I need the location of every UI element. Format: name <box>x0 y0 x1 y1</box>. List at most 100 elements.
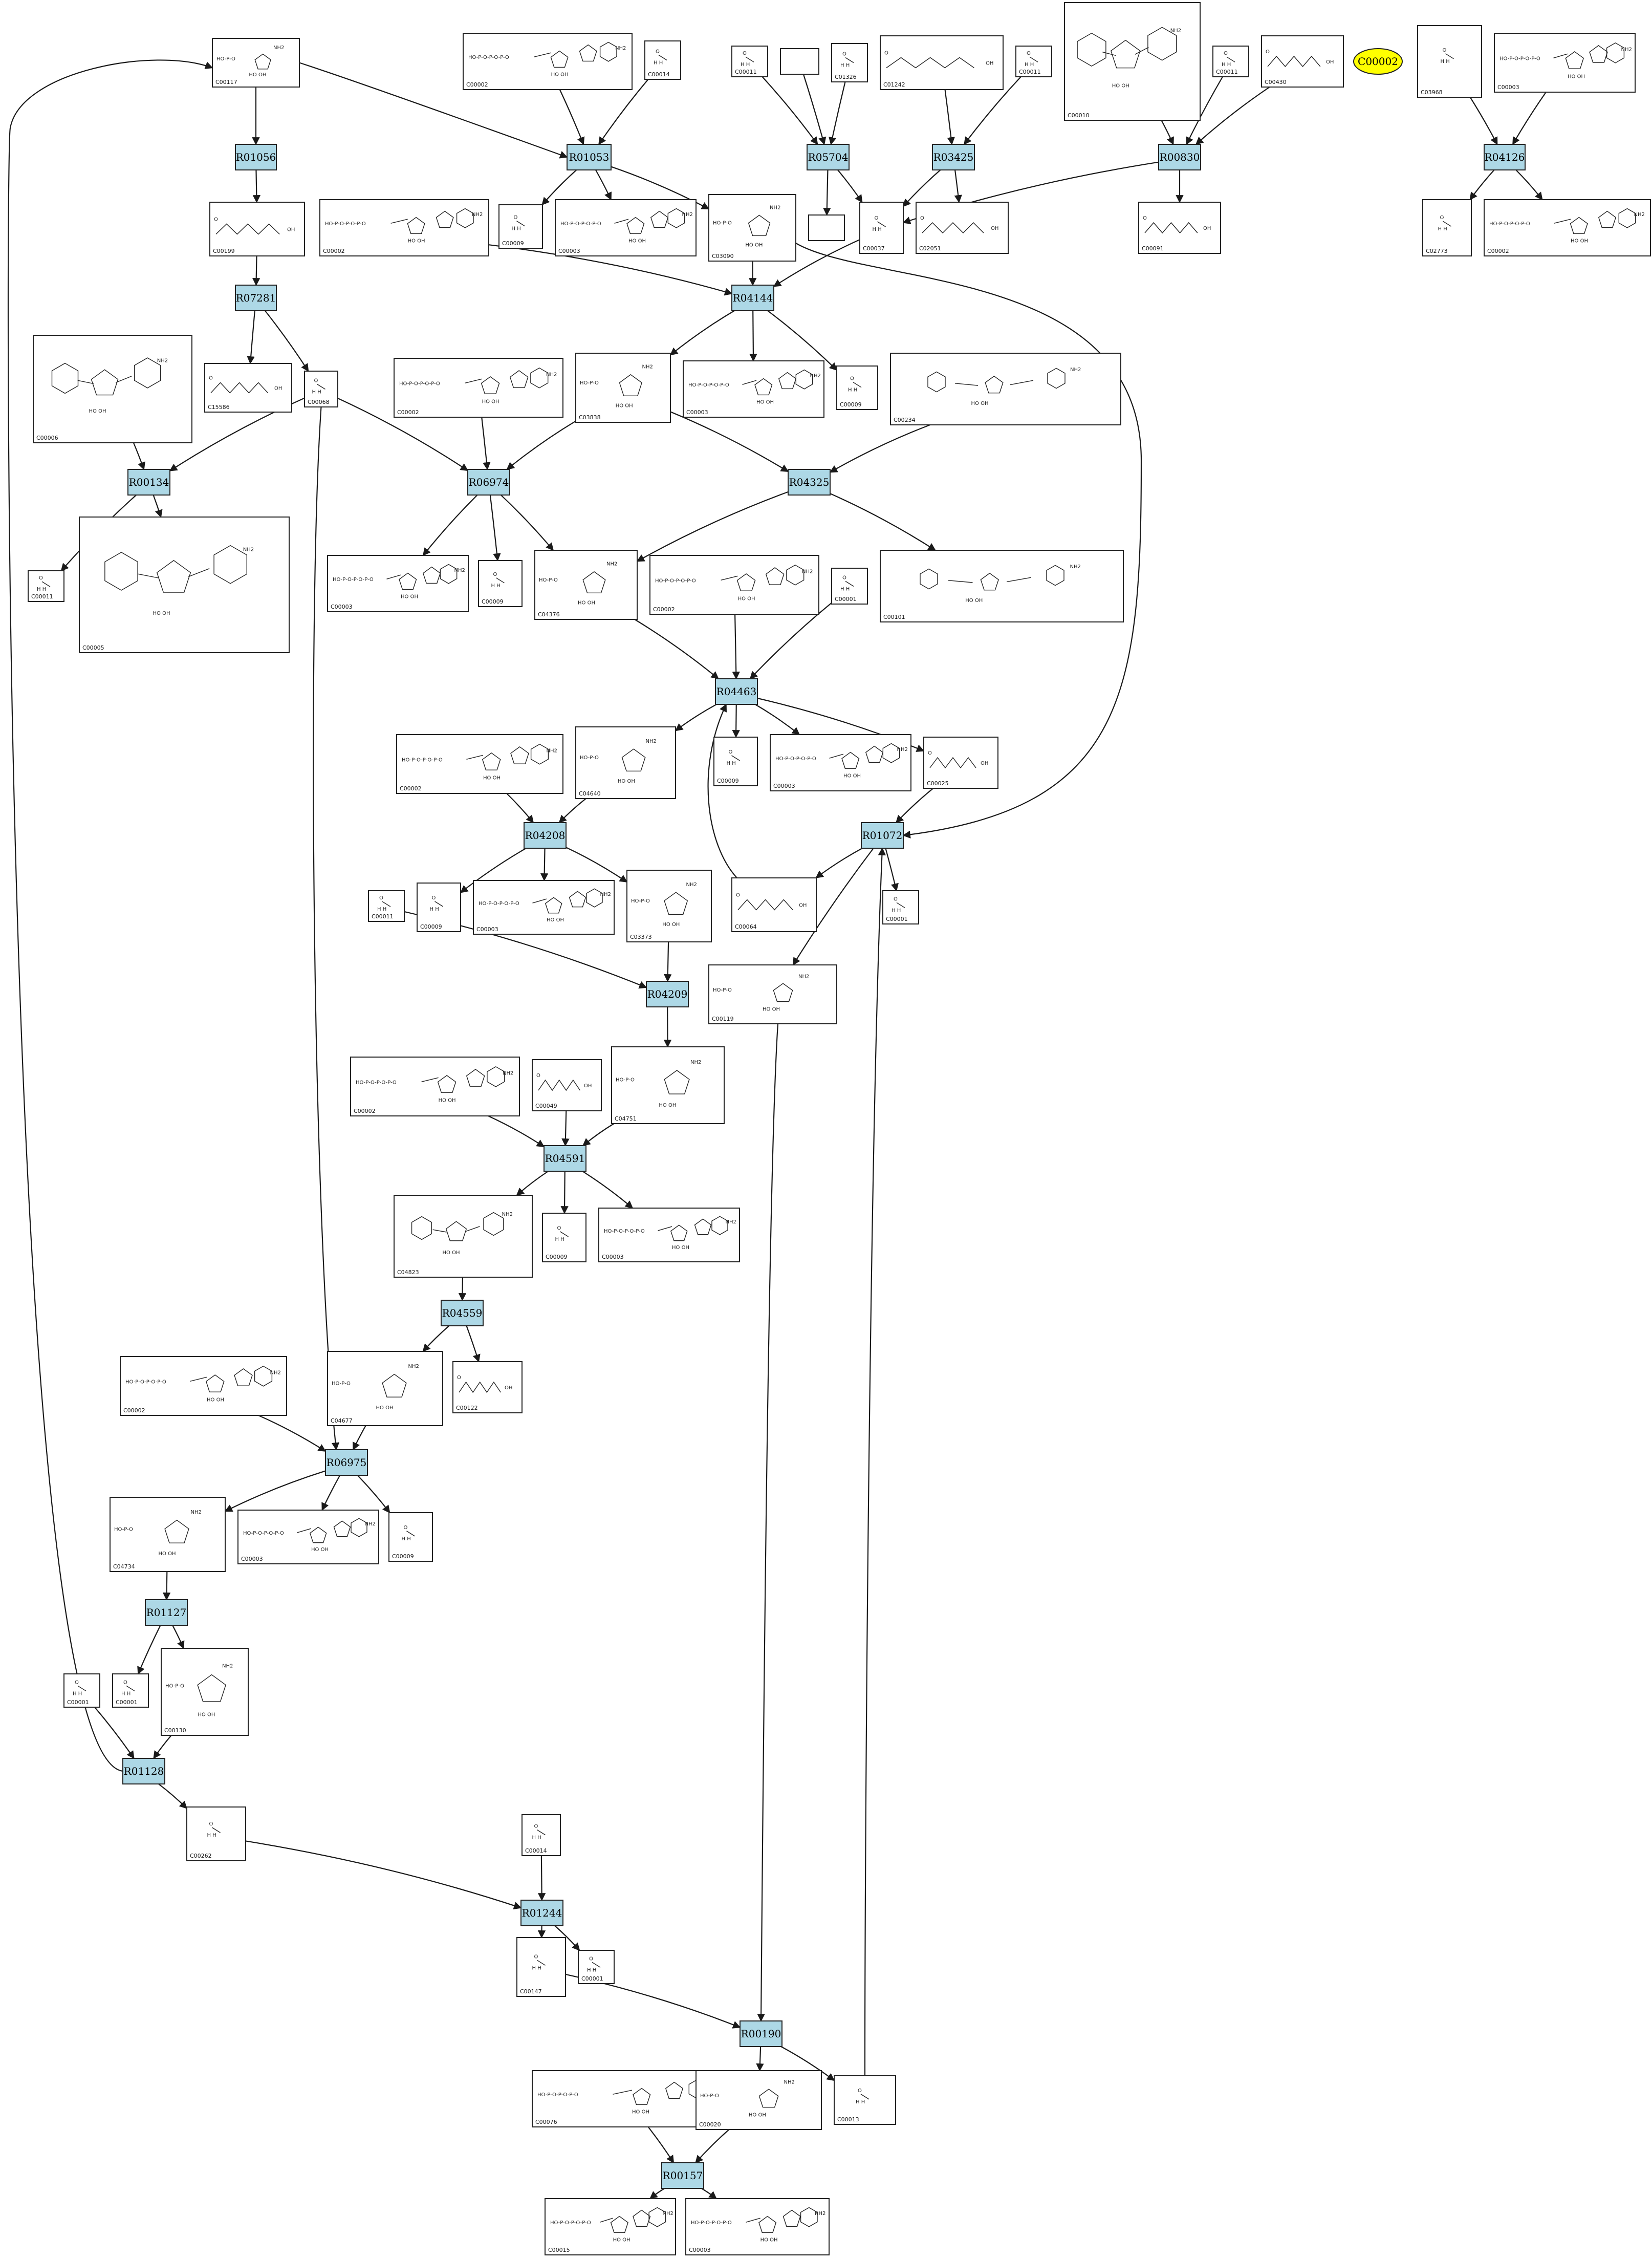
compound-node-empty[interactable] <box>780 48 819 75</box>
reaction-node-r06975[interactable]: R06975 <box>325 1449 368 1476</box>
reaction-node-r01072[interactable]: R01072 <box>861 822 904 849</box>
reaction-node-r00157[interactable]: R00157 <box>661 2162 704 2189</box>
compound-node-empty[interactable] <box>808 214 845 241</box>
reaction-node-r00134[interactable]: R00134 <box>127 469 170 496</box>
reaction-node-r04208[interactable]: R04208 <box>524 822 567 849</box>
reaction-node-r04126[interactable]: R04126 <box>1484 144 1526 170</box>
reaction-node-r01056[interactable]: R01056 <box>235 144 277 170</box>
reaction-node-r00830[interactable]: R00830 <box>1158 144 1201 170</box>
reaction-node-r04591[interactable]: R04591 <box>544 1145 586 1172</box>
reaction-node-r01053[interactable]: R01053 <box>567 144 612 170</box>
reaction-node-r00190[interactable]: R00190 <box>740 2020 782 2047</box>
reaction-node-r04559[interactable]: R04559 <box>441 1300 484 1326</box>
reaction-node-r03425[interactable]: R03425 <box>932 144 975 170</box>
reaction-node-r04144[interactable]: R04144 <box>731 285 774 311</box>
reaction-node-r01127[interactable]: R01127 <box>145 1599 188 1626</box>
highlighted-compound-c00002[interactable]: C00002 <box>1353 48 1403 75</box>
reaction-node-r06974[interactable]: R06974 <box>467 469 510 496</box>
reaction-node-r04325[interactable]: R04325 <box>788 469 831 496</box>
reaction-node-r07281[interactable]: R07281 <box>235 285 277 311</box>
reaction-node-r01244[interactable]: R01244 <box>520 1900 563 1926</box>
reaction-node-r04463[interactable]: R04463 <box>715 678 758 705</box>
reaction-node-r05704[interactable]: R05704 <box>807 144 850 170</box>
reaction-node-r04209[interactable]: R04209 <box>646 981 689 1007</box>
reaction-node-r01128[interactable]: R01128 <box>122 1758 165 1784</box>
